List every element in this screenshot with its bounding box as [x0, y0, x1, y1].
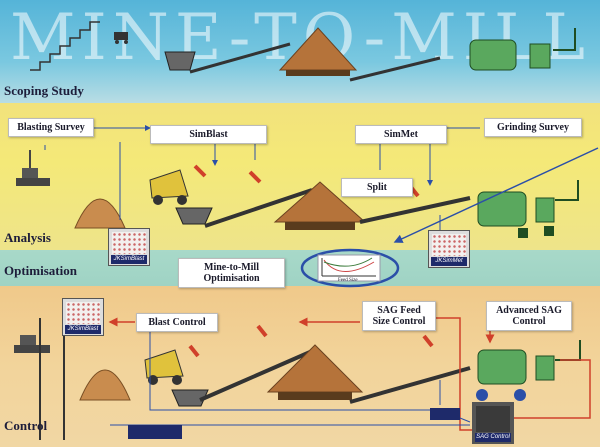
jksimblast-monitor-analysis: JKSimBlast — [108, 228, 150, 266]
feed-size-axis-label: Feed Size — [338, 278, 358, 283]
grinding-survey-box: Grinding Survey — [484, 118, 582, 137]
blasting-survey-box: Blasting Survey — [8, 118, 94, 137]
sag-feed-line1: SAG Feed — [377, 305, 421, 316]
sag-feed-size-control-box: SAG Feed Size Control — [362, 301, 436, 331]
section-label-optimisation: Optimisation — [4, 263, 77, 278]
optimisation-band — [0, 250, 600, 286]
sag-feed-line2: Size Control — [372, 316, 426, 327]
jksimblast-monitor-control: JKSimBlast — [62, 298, 104, 336]
advanced-sag-line2: Control — [512, 316, 546, 327]
control-panel-bottom — [128, 425, 182, 439]
analysis-process-icons — [16, 150, 579, 238]
sag-control-monitor: SAG Control — [472, 402, 514, 444]
monitor-screen — [476, 406, 510, 432]
monitor-caption: JKSimBlast — [111, 255, 147, 264]
monitor-caption: JKSimBlast — [65, 325, 101, 334]
simblast-box: SimBlast — [150, 125, 267, 144]
advanced-sag-line1: Advanced SAG — [496, 305, 562, 316]
mine-to-mill-optimisation-box: Mine-to-Mill Optimisation — [178, 258, 285, 288]
optimisation-box-line2: Optimisation — [203, 273, 260, 284]
monitor-screen — [432, 234, 466, 256]
monitor-caption: JKSimMet — [431, 257, 467, 266]
advanced-sag-control-box: Advanced SAG Control — [486, 301, 572, 331]
split-box: Split — [341, 178, 413, 197]
blast-control-box: Blast Control — [136, 313, 218, 332]
section-label-analysis: Analysis — [4, 230, 51, 245]
section-label-scoping: Scoping Study — [4, 83, 84, 98]
monitor-screen — [112, 232, 146, 254]
scoping-process-icons — [30, 21, 576, 82]
optimisation-box-line1: Mine-to-Mill — [204, 262, 259, 273]
control-panel-small — [430, 408, 460, 420]
control-process-icons — [14, 318, 581, 440]
simmet-box: SimMet — [355, 125, 447, 144]
optimisation-graph — [300, 248, 400, 288]
monitor-screen — [66, 302, 100, 324]
section-label-control: Control — [4, 418, 48, 433]
control-flow-arrows — [108, 317, 591, 431]
monitor-caption: SAG Control — [475, 433, 511, 442]
jksimmet-monitor: JKSimMet — [428, 230, 470, 268]
